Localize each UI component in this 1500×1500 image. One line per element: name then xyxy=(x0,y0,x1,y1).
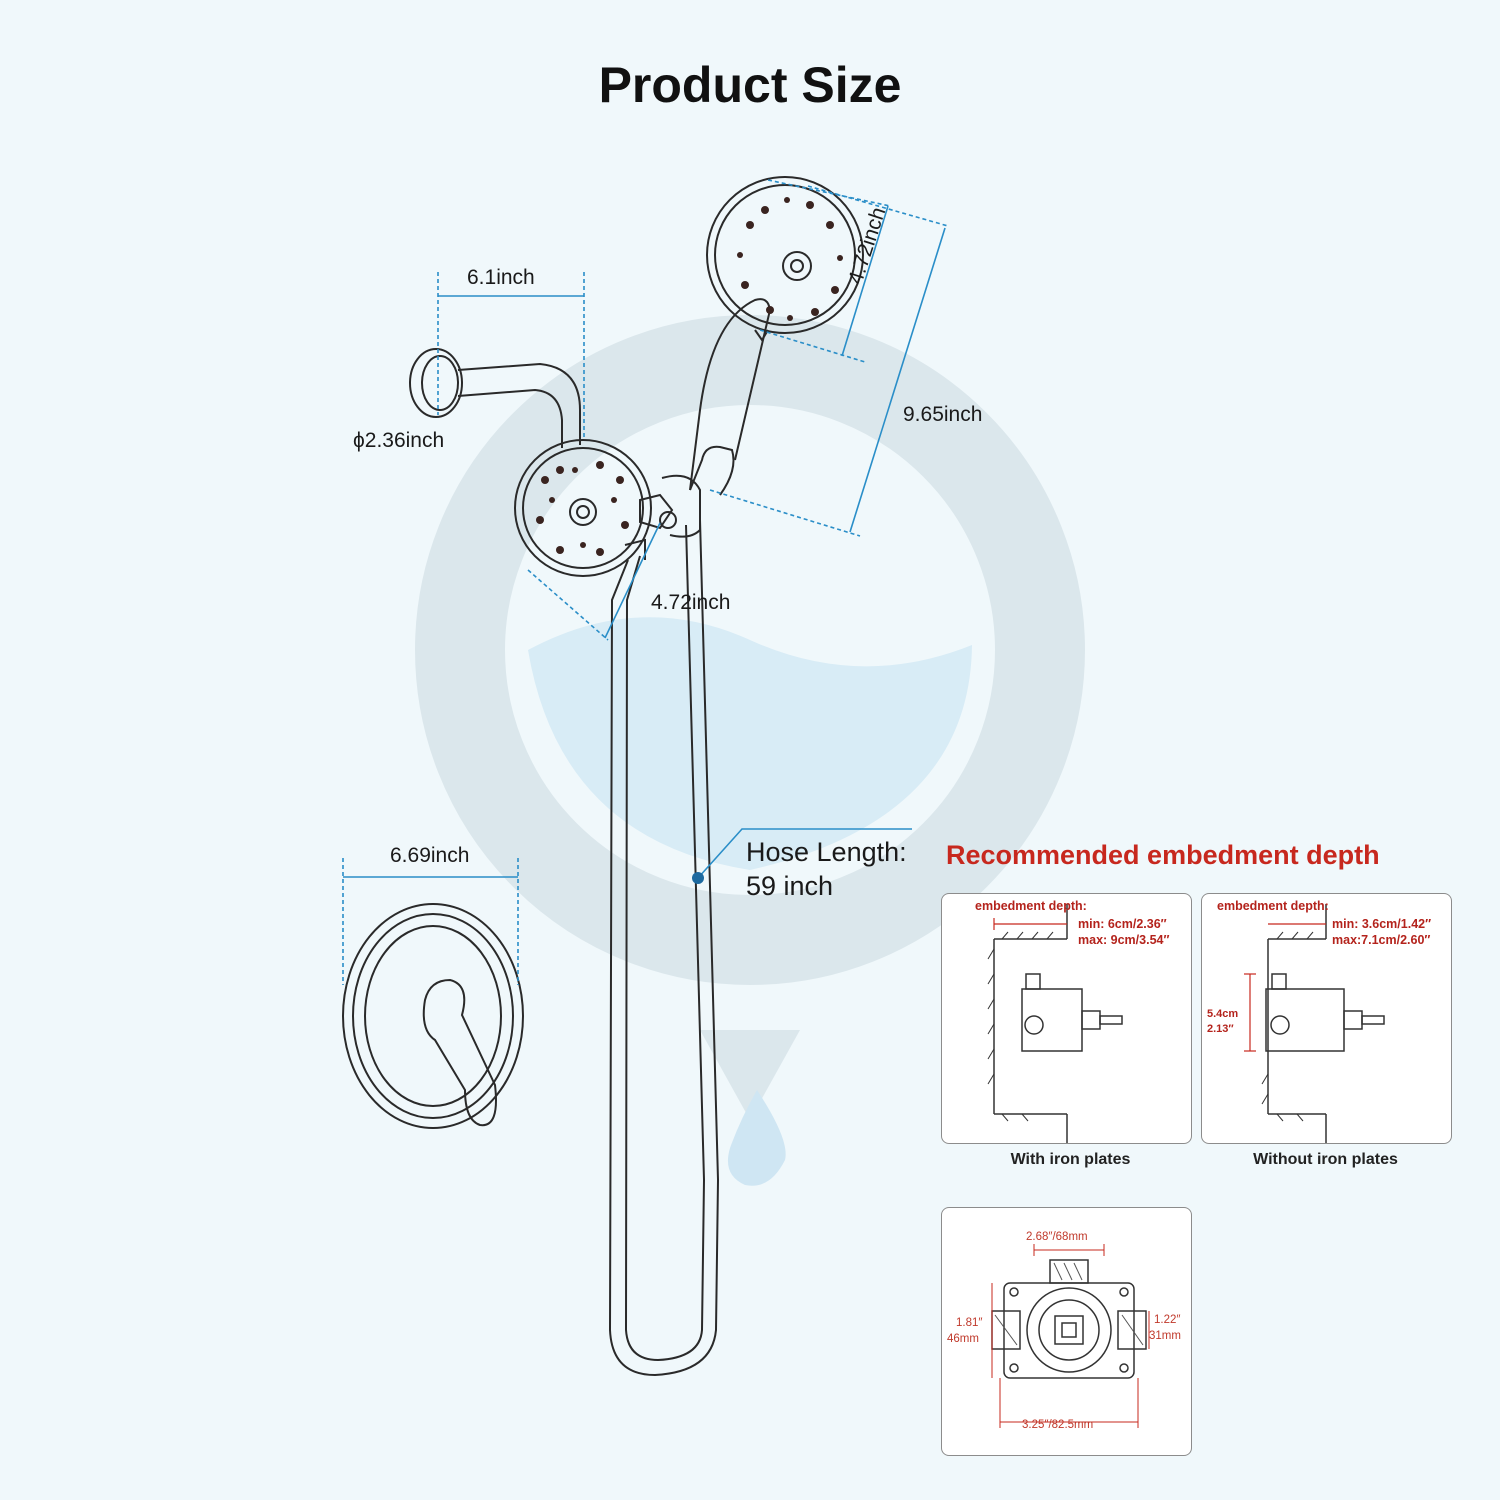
wall-cross-section-drawing xyxy=(987,904,1123,1143)
wall-cross-section-drawing xyxy=(1244,904,1385,1143)
valve-height-in: 2.13″ xyxy=(1207,1023,1234,1035)
valve-body-card: 2.68″/68mm 1.81″ 46mm 1.22″ 31mm 3.25″/8… xyxy=(941,1207,1192,1456)
embedment-header: embedment depth: xyxy=(1217,899,1329,913)
valve-height-cm: 5.4cm xyxy=(1207,1008,1239,1020)
embedment-header: embedment depth: xyxy=(975,899,1087,913)
hose-length-label: Hose Length: xyxy=(746,837,907,867)
without-iron-plates-card: embedment depth: min: 3.6cm/1.42″ max:7.… xyxy=(1201,893,1452,1144)
with-iron-plates-caption: With iron plates xyxy=(1010,1151,1131,1168)
valve-trim-plate xyxy=(342,903,524,1129)
shower-arm-flange xyxy=(409,348,581,448)
flange-diameter-label: ϕ2.36inch xyxy=(353,429,445,452)
hose-length-callout: Hose Length: 59 inch xyxy=(746,835,907,903)
valve-left-height-mm: 46mm xyxy=(947,1333,979,1345)
hose-callout-dot xyxy=(692,872,704,884)
valve-top-width: 2.68″/68mm xyxy=(1026,1231,1088,1243)
handheld-length-label: 9.65inch xyxy=(903,403,983,426)
page-title: Product Size xyxy=(598,57,902,113)
arm-length-label: 6.1inch xyxy=(467,266,535,289)
embedment-min: min: 3.6cm/1.42″ xyxy=(1332,917,1432,931)
valve-right-height-in: 1.22″ xyxy=(1154,1314,1181,1326)
trim-plate-width-label: 6.69inch xyxy=(390,844,470,867)
fixed-shower-head xyxy=(514,439,652,577)
spray-nozzles xyxy=(536,197,843,556)
with-iron-plates-card: embedment depth: min: 6cm/2.36″ max: 9cm… xyxy=(941,893,1192,1144)
fixed-head-diameter-label: 4.72inch xyxy=(651,591,731,614)
valve-body-drawing xyxy=(991,1244,1150,1428)
embedment-title: Recommended embedment depth xyxy=(946,840,1380,870)
valve-right-height-mm: 31mm xyxy=(1149,1330,1181,1342)
without-iron-plates-caption: Without iron plates xyxy=(1253,1151,1398,1168)
handheld-shower xyxy=(689,176,864,496)
valve-bottom-width: 3.25″/82.5mm xyxy=(1022,1419,1094,1431)
valve-left-height-in: 1.81″ xyxy=(956,1317,983,1329)
hose-length-value: 59 inch xyxy=(746,871,834,901)
embedment-max: max:7.1cm/2.60″ xyxy=(1332,933,1431,947)
hose xyxy=(608,519,720,1377)
embedment-min: min: 6cm/2.36″ xyxy=(1078,917,1167,931)
dimension-lines xyxy=(342,179,949,985)
diverter-valve xyxy=(624,474,701,560)
embedment-max: max: 9cm/3.54″ xyxy=(1078,933,1170,947)
